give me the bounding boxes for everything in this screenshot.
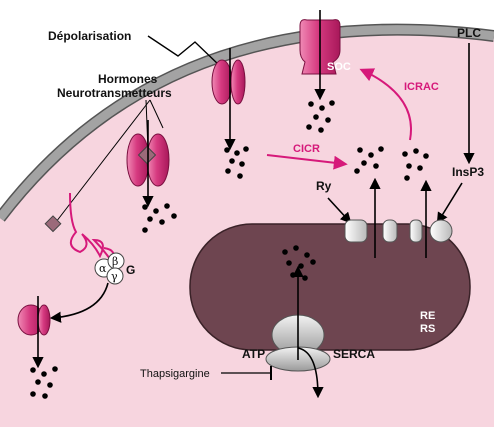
voltage-gated-channel (211, 59, 246, 105)
g-protein-arrow (49, 282, 109, 323)
soc-label: SOC (327, 61, 351, 73)
label-g: G (126, 263, 135, 277)
plasma-membrane-inner (0, 25, 494, 221)
label-hormones: Hormones (98, 72, 158, 86)
reticulum-label-rs: RS (420, 323, 435, 335)
ryanodine-receptor (344, 219, 398, 243)
label-cicr: CICR (293, 143, 320, 155)
g-alpha: α (99, 262, 107, 275)
g-protein: α β γ G (94, 252, 135, 285)
calcium-cluster-ry (354, 146, 384, 174)
icrac-arrow (359, 68, 412, 141)
calcium-cluster-insp3 (402, 148, 429, 181)
soc-channel: SOC (299, 10, 351, 101)
depolarisation-zigzag (147, 35, 221, 67)
label-plc: PLC (457, 26, 481, 40)
g-gamma: γ (111, 270, 118, 283)
pointer-gpcr-a (55, 99, 151, 223)
reticulum-label-re: RE (420, 310, 435, 322)
label-ry: Ry (316, 179, 332, 193)
g-beta: β (112, 255, 118, 268)
calcium-cluster-soc (306, 100, 335, 133)
g-gated-channel (17, 304, 51, 336)
atp-curve (297, 347, 324, 399)
label-icrac: ICRAC (404, 81, 439, 93)
label-atp: ATP (242, 347, 265, 361)
ligand-gated-channel (126, 133, 170, 187)
label-serca: SERCA (333, 347, 375, 361)
pointer-gpcr-b (149, 99, 164, 129)
calcium-cluster-ligand (142, 203, 177, 233)
calcium-cluster-voltage (224, 146, 249, 179)
insp3-receptor (409, 219, 453, 243)
calcium-cluster-g-gated (30, 366, 58, 399)
calcium-cluster-reticulum (282, 245, 316, 281)
ry-arrow (327, 197, 352, 224)
insp3-arrow (436, 182, 463, 224)
cicr-arrow (266, 154, 348, 170)
label-neurotransmetteurs: Neurotransmetteurs (57, 86, 172, 100)
label-insp3: InsP3 (452, 165, 484, 179)
ligand-icon (137, 145, 157, 165)
label-depolarisation: Dépolarisation (48, 29, 131, 43)
gpcr-ligand-icon (44, 215, 62, 233)
label-thapsigargine: Thapsigargine (140, 368, 210, 380)
reticulum (189, 223, 471, 351)
